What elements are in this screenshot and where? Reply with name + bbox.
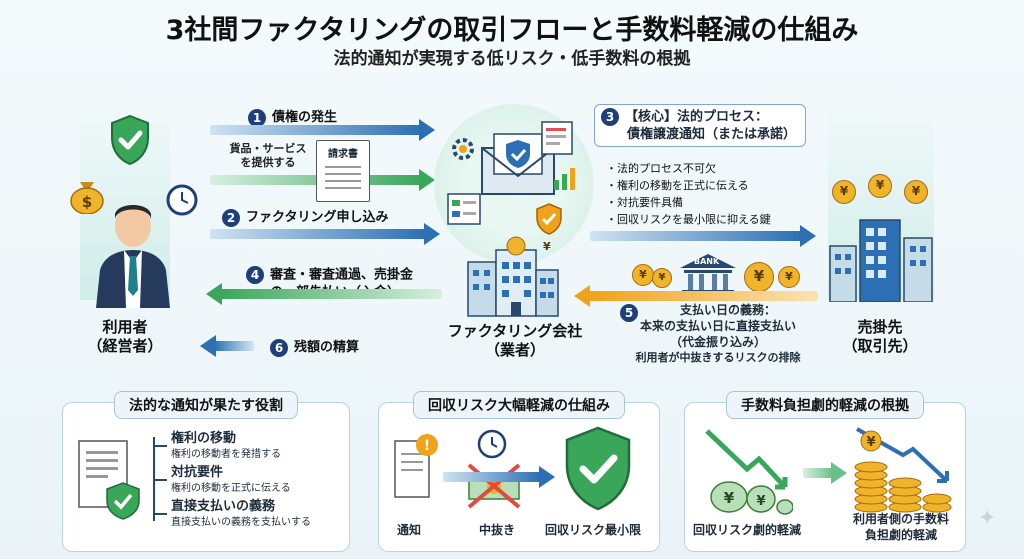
step-6-arrow <box>200 335 430 357</box>
coin-icon: ¥ <box>778 266 800 288</box>
step-1-number: 1 <box>248 108 266 127</box>
step-3-point: 権利の移動を正式に伝える <box>606 177 806 194</box>
step-5-arrow <box>574 285 818 307</box>
panel-1-item-head: 権利の移動 <box>171 431 237 446</box>
factor-role: （業者） <box>484 341 545 359</box>
user-role: （経営者） <box>87 337 163 355</box>
fee-arrow <box>803 462 847 484</box>
risk-arrow <box>443 466 555 488</box>
goods-arrow <box>210 169 435 191</box>
panel-2-title: 回収リスク大幅軽減の仕組み <box>413 391 625 419</box>
step-1-arrow <box>210 119 435 141</box>
panel-3-title: 手数料負担劇的軽減の根拠 <box>726 391 924 419</box>
small-shield-icon <box>536 203 562 235</box>
panel-1-item-head: 対抗要件 <box>171 465 224 480</box>
panel-1-title: 法的な通知が果たす役割 <box>114 391 298 419</box>
svg-text:¥: ¥ <box>756 494 765 509</box>
invoice-document: 請求書 <box>316 140 370 202</box>
bank-label: BANK <box>694 257 720 266</box>
step-3-points: 法的プロセス不可欠 権利の移動を正式に伝える 対抗要件具備 回収リスクを最小限に… <box>606 160 806 228</box>
step-3-arrow <box>590 225 816 247</box>
coin-icon: ¥ <box>904 180 928 204</box>
decline-chart-icon: ¥ ¥ <box>705 429 793 515</box>
user-name: 利用者 <box>102 318 148 336</box>
coin-icon: ¥ <box>868 174 892 198</box>
svg-text:!: ! <box>424 438 430 454</box>
panel-1-item-sub: 直接支払いの義務を支払いする <box>171 517 311 528</box>
clock-icon <box>477 429 507 459</box>
step-3-callout: 3【核心】法的プロセス： 債権譲渡通知（または承諾） <box>594 104 806 147</box>
form-icon <box>447 193 481 225</box>
document-chart-icon <box>541 121 573 155</box>
panel-1-item-sub: 権利の移動者を発措する <box>171 449 281 460</box>
notice-document-icon: ! <box>394 434 438 498</box>
svg-text:¥: ¥ <box>724 489 735 507</box>
panel-3-label-fee-2: 負担劇的軽減 <box>864 528 937 542</box>
panel-2-label-notice: 通知 <box>397 523 422 537</box>
step-6-number: 6 <box>270 338 288 357</box>
step-5-label: 支払い日の義務： 本来の支払い日に直接支払い （代金振り込み） 利用者が中抜きす… <box>635 303 801 364</box>
step-4-arrow <box>206 283 442 305</box>
goods-label: 貨品・サービス を提供する <box>229 142 307 169</box>
document-shield-icon <box>78 440 140 520</box>
step-2-number: 2 <box>222 208 240 227</box>
gear-icon <box>452 138 474 160</box>
page-title: 3社間ファクタリングの取引フローと手数料軽減の仕組み <box>165 15 859 46</box>
panel-legal-notice-role: 法的な通知が果たす役割 権利の移動 権利の移動者を発措する 対抗要件 権利の移動… <box>62 391 350 552</box>
step-3-point: 対抗要件具備 <box>606 194 806 211</box>
debtor-illustration: ¥ ¥ ¥ <box>820 100 940 310</box>
clock-icon <box>166 184 198 216</box>
panel-fee-reduction: 手数料負担劇的軽減の根拠 ¥ ¥ ¥ 回収リスク劇的軽減 利用者側の手数料 負担… <box>684 391 966 552</box>
factor-name: ファクタリング会社 <box>447 322 583 340</box>
step-3-point: 法的プロセス不可欠 <box>606 160 806 177</box>
coin-icon: ¥ <box>744 262 774 292</box>
panel-3-label-fee: 利用者側の手数料 <box>852 512 949 526</box>
panel-3-label-risk: 回収リスク劇的軽減 <box>693 523 802 537</box>
businessman-icon <box>96 205 170 308</box>
invoice-label: 請求書 <box>328 149 358 160</box>
office-towers-icon <box>829 219 933 302</box>
shield-icon <box>111 114 149 166</box>
debtor-role: （取引先） <box>842 337 918 355</box>
svg-text:$: $ <box>82 193 92 211</box>
page-subtitle: 法的通知が実現する低リスク・低手数料の根拠 <box>333 49 691 69</box>
coin-stack-icon: ¥ <box>854 427 952 513</box>
step-4-number: 4 <box>246 266 264 284</box>
sparkle-icon: ✦ <box>978 506 997 531</box>
bar-chart-icon <box>554 168 575 190</box>
panel-2-label-minimum: 回収リスク最小限 <box>545 523 642 537</box>
step-3-number: 3 <box>601 108 619 126</box>
svg-text:¥: ¥ <box>866 435 875 450</box>
debtor-name: 売掛先 <box>857 318 903 336</box>
envelope-icon <box>481 133 555 195</box>
factor-yen-symbol: ¥ <box>543 240 551 253</box>
coin-icon: ¥ <box>632 264 654 286</box>
panel-1-item-head: 直接支払いの義務 <box>171 499 276 514</box>
panel-2-label-skim: 中抜き <box>479 523 516 537</box>
panel-1-item-sub: 権利の移動を正式に伝える <box>171 483 291 494</box>
shield-icon <box>565 426 631 511</box>
panel-risk-reduction: 回収リスク大幅軽減の仕組み ! 通知 中抜き 回収リスク最小限 <box>378 391 660 552</box>
step-3-point: 回収リスクを最小限に抑える鍵 <box>606 211 806 228</box>
coin-icon: ¥ <box>652 268 672 288</box>
office-building-icon <box>467 236 559 317</box>
money-bag-icon: $ <box>70 182 104 214</box>
step-5-number: 5 <box>620 304 638 322</box>
user-illustration: $ <box>50 100 200 310</box>
step-2-arrow <box>210 223 440 245</box>
coin-icon: ¥ <box>832 180 856 204</box>
